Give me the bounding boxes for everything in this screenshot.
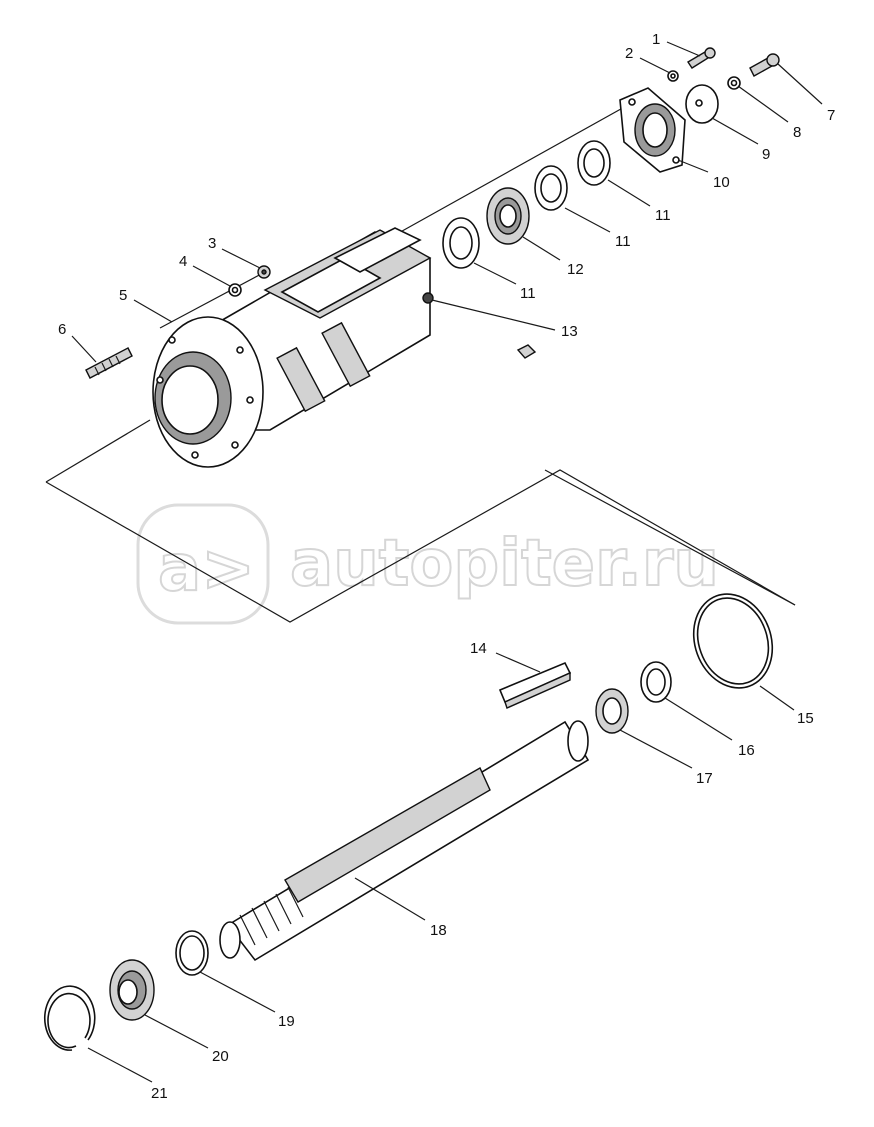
shaft-part-18 [219, 720, 590, 962]
stud-part-6 [85, 347, 133, 379]
callout-3: 3 [208, 235, 216, 252]
callout-11-c: 11 [520, 285, 536, 302]
bolt-part-7 [749, 53, 780, 77]
callout-17: 17 [696, 770, 713, 787]
washer-part-16 [640, 661, 672, 703]
callout-labels: 1 2 3 4 5 6 7 8 9 10 11 11 11 12 13 14 1… [58, 31, 835, 1102]
callout-1: 1 [652, 31, 660, 48]
callout-10: 10 [713, 174, 730, 191]
callout-19: 19 [278, 1013, 295, 1030]
washer-part-8 [727, 76, 741, 90]
callout-8: 8 [793, 124, 801, 141]
callout-7: 7 [827, 107, 835, 124]
callout-16: 16 [738, 742, 755, 759]
seal-part-11-a [442, 217, 480, 269]
cover-part-10 [619, 87, 686, 173]
callout-14: 14 [470, 640, 487, 657]
housing-part-5 [152, 227, 434, 468]
washer-part-4 [228, 283, 242, 297]
callout-21: 21 [151, 1085, 168, 1102]
callout-6: 6 [58, 321, 66, 338]
nut-part-3 [257, 265, 271, 279]
bearing-part-12 [486, 187, 530, 245]
watermark-text: autopiter.ru [290, 527, 719, 601]
callout-18: 18 [430, 922, 447, 939]
plate-part-9 [685, 84, 719, 124]
callout-4: 4 [179, 253, 187, 270]
callout-11-a: 11 [655, 207, 671, 224]
callout-9: 9 [762, 146, 770, 163]
ring-part-19 [175, 930, 209, 976]
key-part-14 [498, 661, 572, 709]
callout-5: 5 [119, 287, 127, 304]
bolt-part-1 [687, 47, 716, 69]
washer-part-2 [667, 70, 679, 82]
assembly-frame-lines [45, 104, 796, 623]
seal-part-11-b [534, 165, 568, 211]
callout-2: 2 [625, 45, 633, 62]
callout-15: 15 [797, 710, 814, 727]
callout-12: 12 [567, 261, 584, 278]
spacer-part-17 [595, 688, 629, 734]
leader-lines [71, 41, 823, 1083]
watermark: a> autopiter.ru [136, 503, 720, 625]
watermark-logo-mark: a> [158, 532, 255, 606]
bearing-part-20 [109, 959, 155, 1021]
o-ring-part-15 [692, 593, 774, 689]
callout-13: 13 [561, 323, 578, 340]
seal-part-11-c [577, 140, 611, 186]
circlip-part-21 [43, 985, 96, 1051]
callout-20: 20 [212, 1048, 229, 1065]
fitting-part-13 [516, 344, 537, 359]
callout-11-b: 11 [615, 233, 631, 250]
